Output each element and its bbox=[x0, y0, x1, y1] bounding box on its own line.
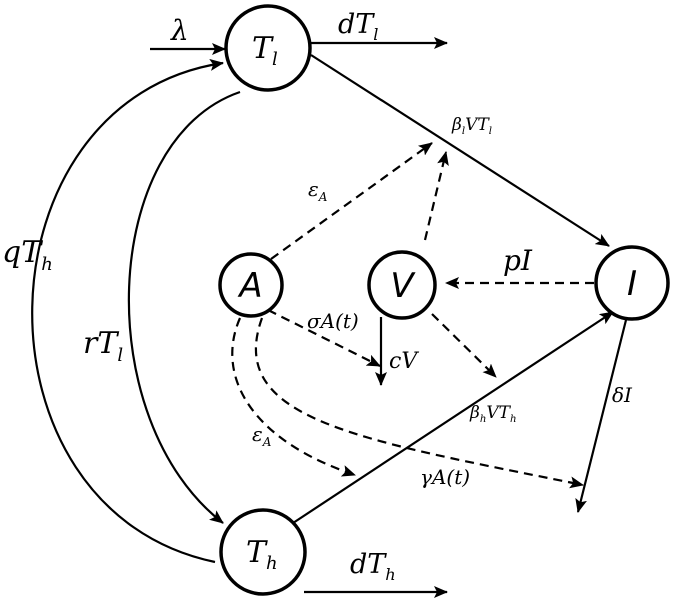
V-to-betaHVT-dashed-arrow bbox=[431, 313, 497, 378]
node-Tl-label: Tl bbox=[252, 31, 278, 70]
A-to-Th-path-dashed-arrow bbox=[231, 317, 356, 477]
Tl-to-Th-curve bbox=[127, 90, 241, 524]
I-death-arrow bbox=[575, 319, 628, 513]
Th-to-I-arrow bbox=[289, 311, 614, 526]
qTh-label: qTh bbox=[2, 235, 53, 275]
Th-to-Tl-curve bbox=[31, 59, 224, 564]
gammaA-label: γA(t) bbox=[420, 465, 470, 489]
node-Th: Th bbox=[219, 508, 307, 596]
node-A-label: A bbox=[237, 266, 262, 306]
rTl-label: rTl bbox=[83, 326, 123, 366]
node-I-label: I bbox=[627, 264, 637, 304]
dTh-label: dTh bbox=[350, 549, 396, 584]
node-V-label: V bbox=[390, 266, 416, 306]
cV-label: cV bbox=[389, 349, 419, 374]
node-V: V bbox=[367, 250, 437, 320]
deltaI-label: δI bbox=[612, 383, 633, 407]
pI-label: pI bbox=[503, 244, 533, 277]
A-to-betaLVT-dashed-arrow bbox=[270, 142, 433, 260]
epsA-bottom-label: εA bbox=[252, 422, 272, 449]
node-Tl: Tl bbox=[224, 4, 312, 92]
node-I: I bbox=[594, 245, 670, 321]
sigmaA-label: σA(t) bbox=[307, 309, 359, 333]
node-Th-label: Th bbox=[246, 535, 278, 574]
Tl-to-I-arrow bbox=[310, 54, 610, 247]
dTl-label: dTl bbox=[338, 9, 378, 44]
A-to-gamma-dashed-arrow bbox=[255, 317, 584, 489]
A-to-cV-dashed-arrow bbox=[267, 309, 381, 367]
betaLVT-label: βlVTl bbox=[451, 115, 492, 137]
V-to-betaLVT-dashed-arrow bbox=[423, 151, 449, 241]
lambda-label: λ bbox=[170, 14, 189, 47]
betaHVT-label: βhVTh bbox=[469, 403, 517, 425]
node-A: A bbox=[218, 252, 284, 318]
epsA-top-label: εA bbox=[308, 177, 328, 204]
